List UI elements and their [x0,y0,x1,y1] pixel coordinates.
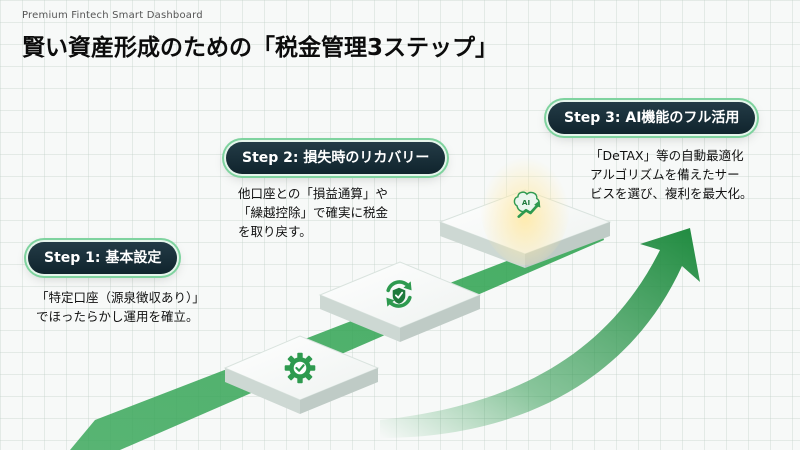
step2-line: 「繰越控除」で確実に税金 [238,205,389,220]
page-title: 賢い資産形成のための「税金管理3ステップ」 [22,35,499,61]
step3-platform [438,145,612,268]
step2-tile [363,258,435,330]
step2-description: 他口座との「損益通算」や 「繰越控除」で確実に税金 を取り戻す。 [238,184,388,241]
refresh-shield-icon [386,280,412,308]
step1-label: Step 1: 基本設定 [28,242,178,274]
ai-brain-growth-icon: AI [513,191,541,218]
step1-line: でほったらかし運用を確立。 [36,309,199,324]
step1-tile [264,332,336,404]
step3-line: 「DeTAX」等の自動最適化 [590,148,744,163]
step1-line: 「特定口座（源泉徴収あり）」 [36,290,205,305]
step2-line: を取り戻す。 [238,224,312,239]
step1-description: 「特定口座（源泉徴収あり）」 でほったらかし運用を確立。 [36,288,205,326]
step2-label: Step 2: 損失時のリカバリー [226,142,446,174]
step3-label: Step 3: AI機能のフル活用 [548,102,756,134]
step3-line: ビスを選び、複利を最大化。 [590,186,753,201]
step3-tile: AI [490,168,562,240]
gear-check-icon [284,352,316,384]
step2-line: 他口座との「損益通算」や [238,186,388,201]
arrow-body [380,228,700,438]
step3-description: 「DeTAX」等の自動最適化 アルゴリズムを備えたサー ビスを選び、複利を最大化… [590,146,753,203]
step-path [70,225,604,450]
ai-icon-label: AI [522,198,531,207]
dashboard-kicker: Premium Fintech Smart Dashboard [22,10,203,21]
step3-line: アルゴリズムを備えたサー [590,167,740,182]
